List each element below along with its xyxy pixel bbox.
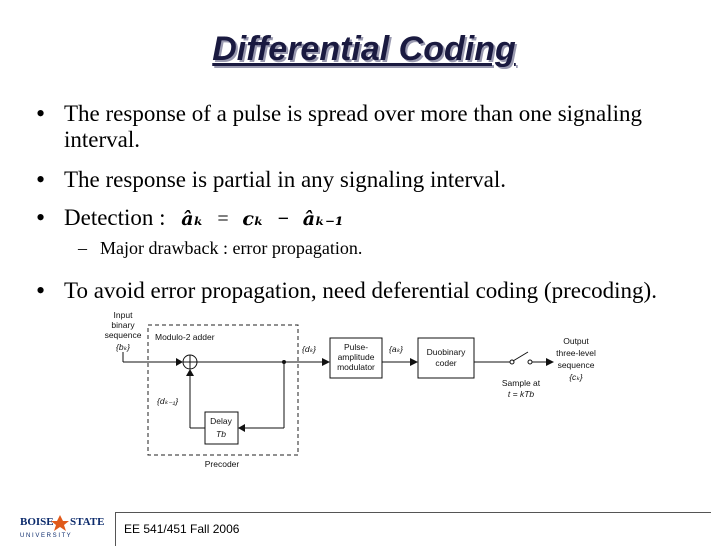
- boise-state-logo: BOISE STATE U N I V E R S I T Y: [20, 515, 104, 539]
- precoder-label: Precoder: [205, 459, 240, 469]
- slide-title: Differential Coding: [212, 30, 516, 68]
- input-label-3: sequence: [105, 330, 142, 340]
- dk-arrow-icon: [322, 358, 330, 366]
- logo-line-2: U N I V E R S I T Y: [20, 533, 71, 539]
- pam-label-2: amplitude: [338, 352, 375, 362]
- footer-divider: [115, 512, 116, 546]
- star-icon: [51, 515, 69, 531]
- duo-label-1: Duobinary: [427, 347, 466, 357]
- output-label-1: Output: [563, 336, 589, 346]
- duobinary-box: [417, 337, 475, 379]
- bullet-dot: •: [36, 203, 46, 232]
- delay-value: Tb: [216, 429, 226, 439]
- sub-bullet-dash: –: [78, 238, 87, 258]
- pam-label-3: modulator: [337, 362, 375, 372]
- formula-a-hat-k: âₖ: [181, 208, 204, 230]
- input-label-2: binary: [111, 320, 135, 330]
- output-label-4: {cₖ}: [569, 372, 583, 382]
- dk-label: {dₖ}: [302, 344, 316, 354]
- sub-bullet-text: Major drawback : error propagation.: [100, 238, 363, 258]
- pam-label-1: Pulse-: [344, 342, 368, 352]
- sampler-switch: [512, 351, 529, 362]
- detection-label: Detection :: [64, 205, 166, 230]
- feedback-arrow-icon: [238, 424, 245, 432]
- sample-label-1: Sample at: [502, 378, 541, 388]
- delay-box: [204, 411, 239, 445]
- input-label-4: {bₖ}: [116, 342, 130, 352]
- output-arrow-icon: [546, 358, 554, 366]
- dk1-label: {dₖ₋₁}: [157, 396, 178, 406]
- input-label-1: Input: [114, 310, 134, 320]
- formula-equals: =: [217, 208, 229, 230]
- bullet-1-line-1: The response of a pulse is spread over m…: [64, 101, 643, 126]
- formula-minus: −: [277, 208, 290, 230]
- ak-label: {aₖ}: [389, 344, 403, 354]
- logo-line-1: BOISE: [20, 516, 54, 528]
- bullet-dot: •: [36, 165, 46, 194]
- formula-a-hat-k-1: âₖ₋₁: [302, 208, 344, 230]
- footer-rule: [115, 512, 711, 513]
- bullet-1-line-2: interval.: [64, 127, 140, 152]
- logo-line-1b: STATE: [70, 516, 104, 528]
- output-label-3: sequence: [558, 360, 595, 370]
- modulo-label: Modulo-2 adder: [155, 332, 215, 342]
- bullet-dot: •: [36, 99, 46, 128]
- delay-label: Delay: [210, 416, 232, 426]
- bullet-4-text: To avoid error propagation, need deferen…: [64, 278, 657, 303]
- bullet-2-text: The response is partial in any signaling…: [64, 167, 506, 192]
- formula-c-k: cₖ: [242, 208, 264, 230]
- sampler-contact-out: [527, 359, 533, 365]
- footer-course: EE 541/451 Fall 2006: [124, 522, 240, 536]
- delay-arrow-icon: [186, 369, 194, 376]
- output-label-2: three-level: [556, 348, 596, 358]
- bullet-dot: •: [36, 276, 46, 305]
- detection-line: Detection : âₖ = cₖ − âₖ₋₁: [64, 204, 343, 233]
- pam-box: [329, 337, 383, 379]
- duo-label-2: coder: [435, 358, 456, 368]
- sample-label-2: t = kTb: [508, 389, 534, 399]
- input-arrow-icon: [176, 358, 183, 366]
- ak-arrow-icon: [410, 358, 418, 366]
